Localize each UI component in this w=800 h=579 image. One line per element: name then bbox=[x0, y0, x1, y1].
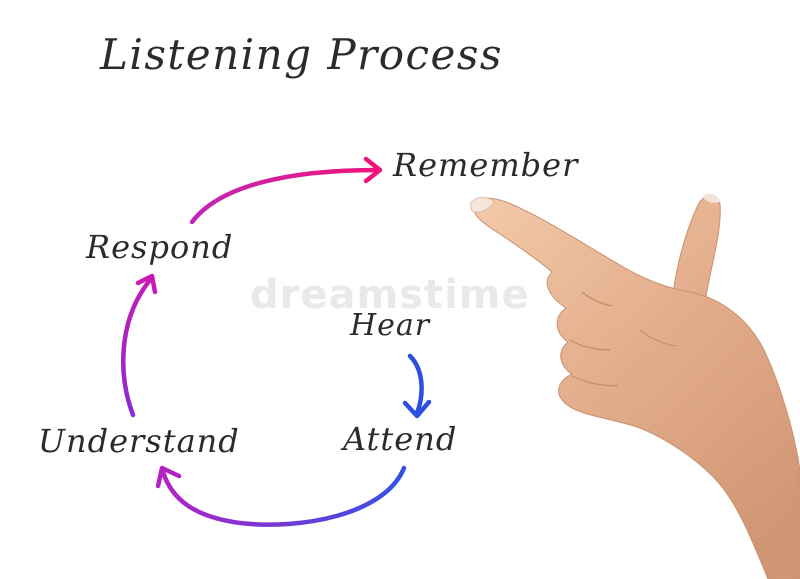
watermark: dreamstime bbox=[250, 272, 530, 318]
step-remember: Remember bbox=[393, 146, 579, 184]
arrow-attend-to-understand bbox=[155, 465, 407, 527]
arrow-hear-to-attend bbox=[402, 353, 432, 419]
step-respond: Respond bbox=[86, 228, 234, 266]
arrow-respond-to-remember bbox=[189, 156, 383, 225]
step-attend: Attend bbox=[343, 420, 458, 458]
step-understand: Understand bbox=[38, 422, 240, 460]
diagram-title: Listening Process bbox=[100, 30, 503, 79]
step-hear: Hear bbox=[350, 308, 431, 343]
arrow-understand-to-respond bbox=[121, 273, 158, 418]
